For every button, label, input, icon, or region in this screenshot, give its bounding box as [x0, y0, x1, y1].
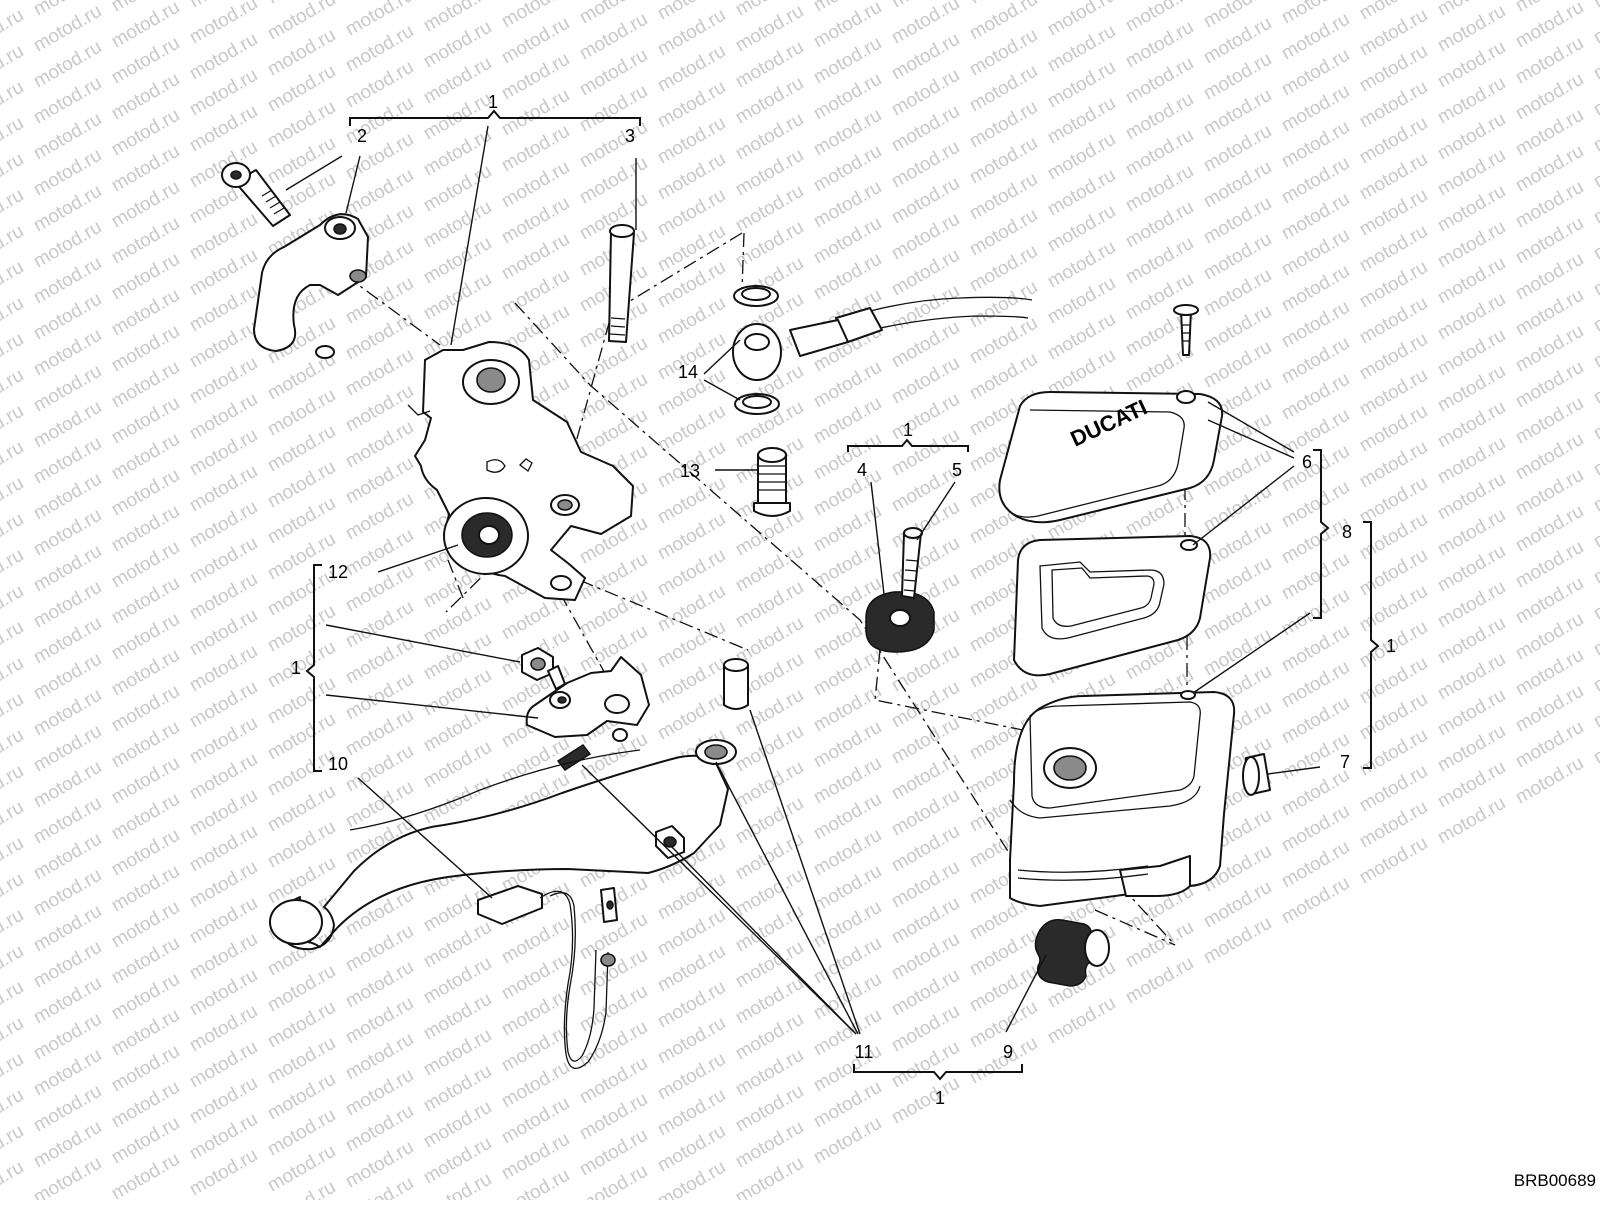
callout-1-mid: 1 — [903, 420, 913, 440]
callout-14: 14 — [678, 362, 698, 382]
banjo-bolt — [754, 448, 790, 516]
watermark-text: motod.ru — [1590, 0, 1600, 12]
callout-5: 5 — [952, 460, 962, 480]
callout-12: 12 — [328, 562, 348, 582]
callout-1-left: 1 — [291, 658, 301, 678]
callout-3: 3 — [625, 126, 635, 146]
callout-6: 6 — [1302, 452, 1312, 472]
callout-4: 4 — [857, 460, 867, 480]
callout-10: 10 — [328, 754, 348, 774]
callout-11: 11 — [855, 1042, 874, 1062]
callout-8: 8 — [1342, 522, 1352, 542]
callout-13: 13 — [680, 461, 700, 481]
callout-1-right: 1 — [1386, 636, 1396, 656]
crush-washer-upper — [734, 286, 778, 306]
callout-1-top: 1 — [488, 92, 498, 112]
callout-7: 7 — [1340, 752, 1350, 772]
callout-1-bottom: 1 — [935, 1088, 945, 1108]
reservoir-plug — [1243, 754, 1270, 795]
callout-9: 9 — [1003, 1042, 1013, 1062]
callout-2: 2 — [357, 126, 367, 146]
pivot-bushing — [724, 659, 748, 709]
reservoir-grommet — [866, 592, 934, 652]
drawing-code: BRB00689 — [1514, 1171, 1596, 1190]
reservoir-body — [1010, 691, 1234, 906]
watermark-text: motod.ru — [0, 1157, 27, 1200]
crush-washer-lower — [735, 394, 779, 414]
